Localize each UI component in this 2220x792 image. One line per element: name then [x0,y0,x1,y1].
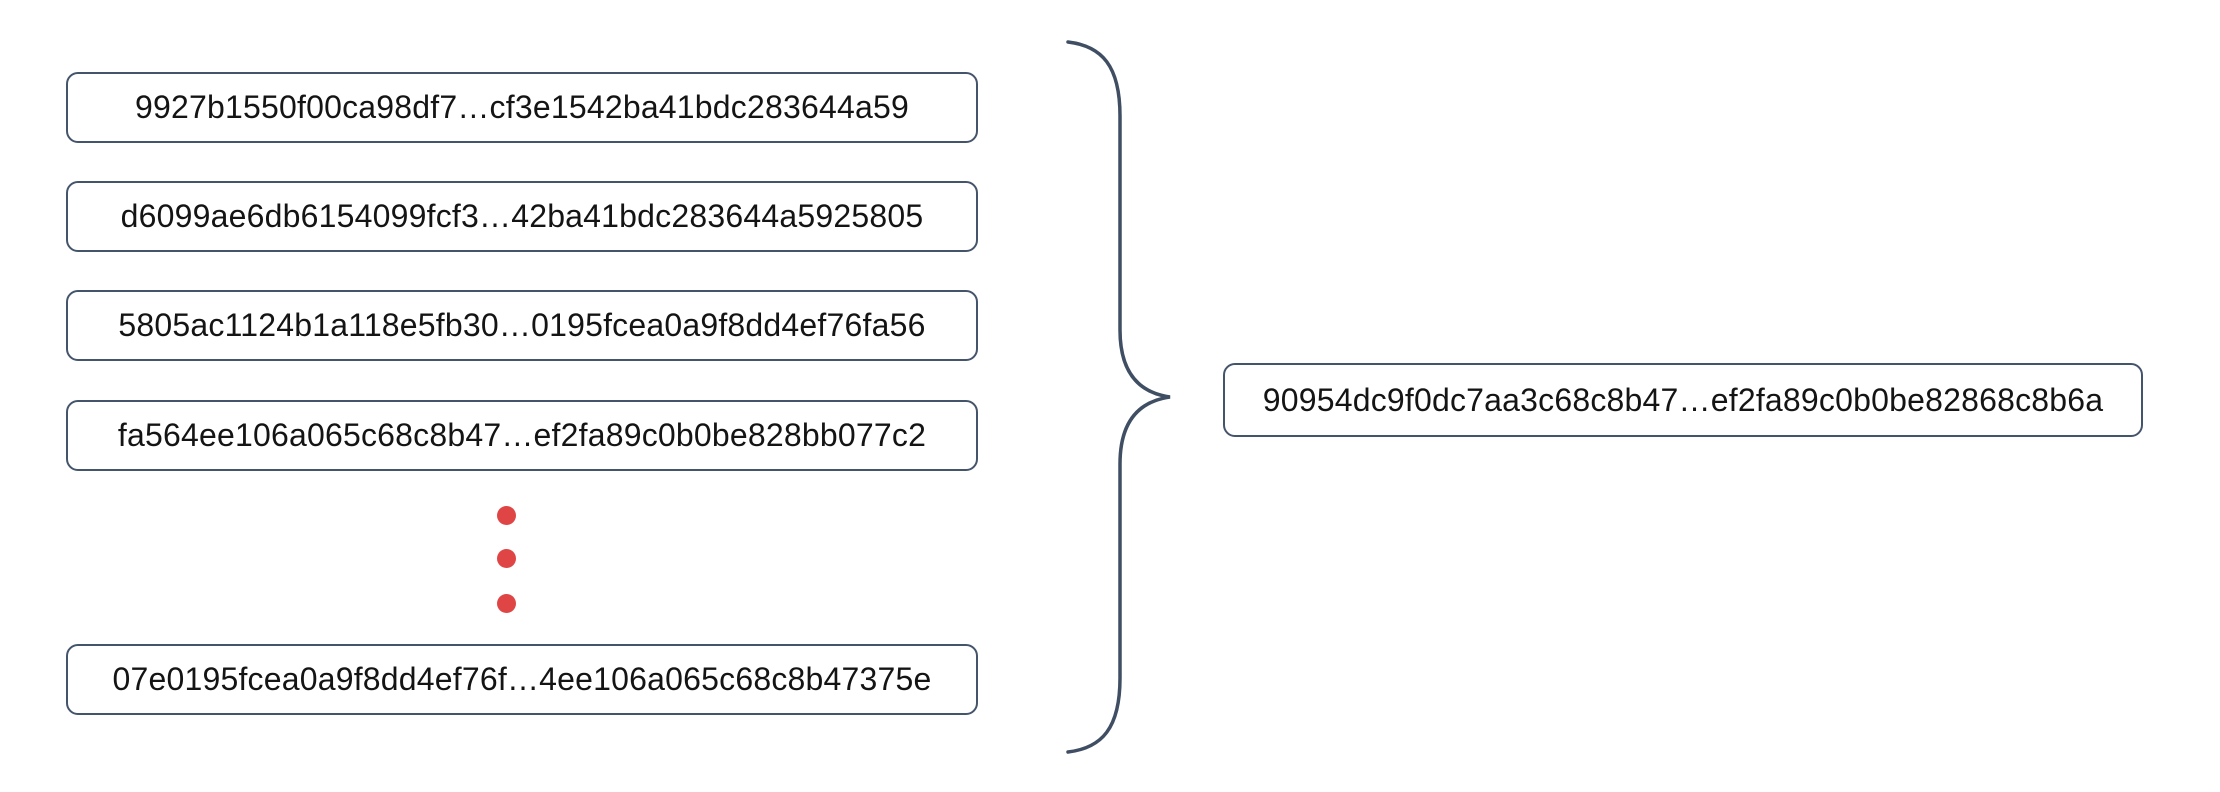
curly-brace-icon [1066,40,1171,754]
input-hash-box-n: 07e0195fcea0a9f8dd4ef76f…4ee106a065c68c8… [66,644,978,715]
input-hash-box-4: fa564ee106a065c68c8b47…ef2fa89c0b0be828b… [66,400,978,471]
input-hash-box-1: 9927b1550f00ca98df7…cf3e1542ba41bdc28364… [66,72,978,143]
ellipsis-dot-icon [497,506,516,525]
input-hash-text-2: d6099ae6db6154099fcf3…42ba41bdc283644a59… [120,198,924,234]
ellipsis-dot-icon [497,594,516,613]
output-hash-box: 90954dc9f0dc7aa3c68c8b47…ef2fa89c0b0be82… [1223,363,2143,437]
input-hash-text-4: fa564ee106a065c68c8b47…ef2fa89c0b0be828b… [117,417,927,453]
input-hash-box-2: d6099ae6db6154099fcf3…42ba41bdc283644a59… [66,181,978,252]
input-hash-text-n: 07e0195fcea0a9f8dd4ef76f…4ee106a065c68c8… [112,661,932,697]
ellipsis-dot-icon [497,549,516,568]
input-hash-text-1: 9927b1550f00ca98df7…cf3e1542ba41bdc28364… [135,89,909,125]
input-hash-text-3: 5805ac1124b1a118e5fb30…0195fcea0a9f8dd4e… [118,307,926,343]
input-hash-box-3: 5805ac1124b1a118e5fb30…0195fcea0a9f8dd4e… [66,290,978,361]
output-hash-text: 90954dc9f0dc7aa3c68c8b47…ef2fa89c0b0be82… [1262,381,2104,418]
